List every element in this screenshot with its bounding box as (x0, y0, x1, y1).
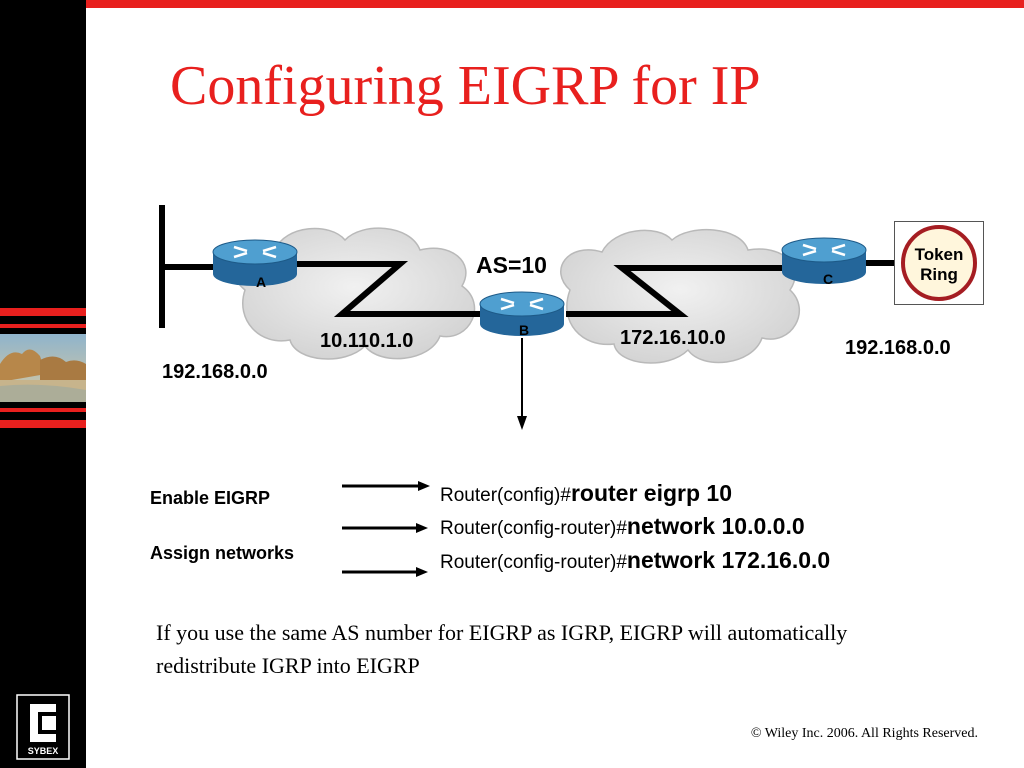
router-b: B (479, 291, 565, 338)
router-c-label: C (823, 271, 833, 287)
top-accent-bar (86, 0, 1024, 8)
copyright-footer: © Wiley Inc. 2006. All Rights Reserved. (750, 726, 978, 741)
network-label-right-lan: 192.168.0.0 (845, 337, 951, 359)
command-line-2: Router(config-router)#network 10.0.0.0 (440, 513, 805, 539)
enable-eigrp-label: Enable EIGRP (150, 488, 271, 508)
network-label-link-bc: 172.16.10.0 (620, 327, 726, 349)
logo-text: SYBEX (28, 746, 59, 756)
command-text: router eigrp 10 (570, 480, 732, 506)
command-prompt: Router(config-router)# (440, 518, 627, 539)
command-text: network 172.16.0.0 (626, 547, 831, 573)
config-arrows (342, 481, 430, 577)
network-label-left-lan: 192.168.0.0 (162, 361, 268, 383)
as-label: AS=10 (476, 252, 547, 278)
serial-link-ab (295, 261, 482, 317)
router-a: A (212, 239, 298, 290)
sidebar-stripe (0, 308, 86, 316)
command-prompt: Router(config-router)# (440, 552, 627, 573)
cloud-right (560, 228, 801, 364)
router-icon (500, 297, 544, 311)
arrow-down-head (517, 416, 527, 430)
router-icon (233, 245, 277, 259)
coastline-photo (0, 334, 86, 402)
command-line-1: Router(config)#router eigrp 10 (440, 480, 732, 506)
note-text: If you use the same AS number for EIGRP … (156, 620, 848, 678)
token-ring-line2: Ring (920, 265, 958, 284)
router-icon (802, 243, 846, 257)
network-label-link-ab: 10.110.1.0 (320, 330, 414, 352)
arrow-head (416, 567, 428, 577)
command-prompt: Router(config)# (440, 485, 571, 506)
sidebar-stripe (0, 420, 86, 428)
command-line-3: Router(config-router)#network 172.16.0.0 (440, 547, 831, 573)
token-ring-line1: Token (915, 245, 964, 264)
router-b-label: B (519, 322, 529, 338)
slide-title: Configuring EIGRP for IP (170, 55, 761, 117)
command-text: network 10.0.0.0 (626, 513, 805, 539)
sidebar-stripe (0, 408, 86, 412)
assign-networks-label: Assign networks (150, 543, 295, 563)
sidebar-stripe (0, 324, 86, 328)
serial-link-bc (566, 265, 782, 317)
router-a-label: A (256, 274, 266, 290)
token-ring: Token Ring (894, 221, 984, 305)
arrow-head (418, 481, 430, 491)
router-c: C (781, 237, 867, 287)
arrow-head (416, 523, 428, 533)
sybex-logo: SYBEX (16, 694, 70, 760)
